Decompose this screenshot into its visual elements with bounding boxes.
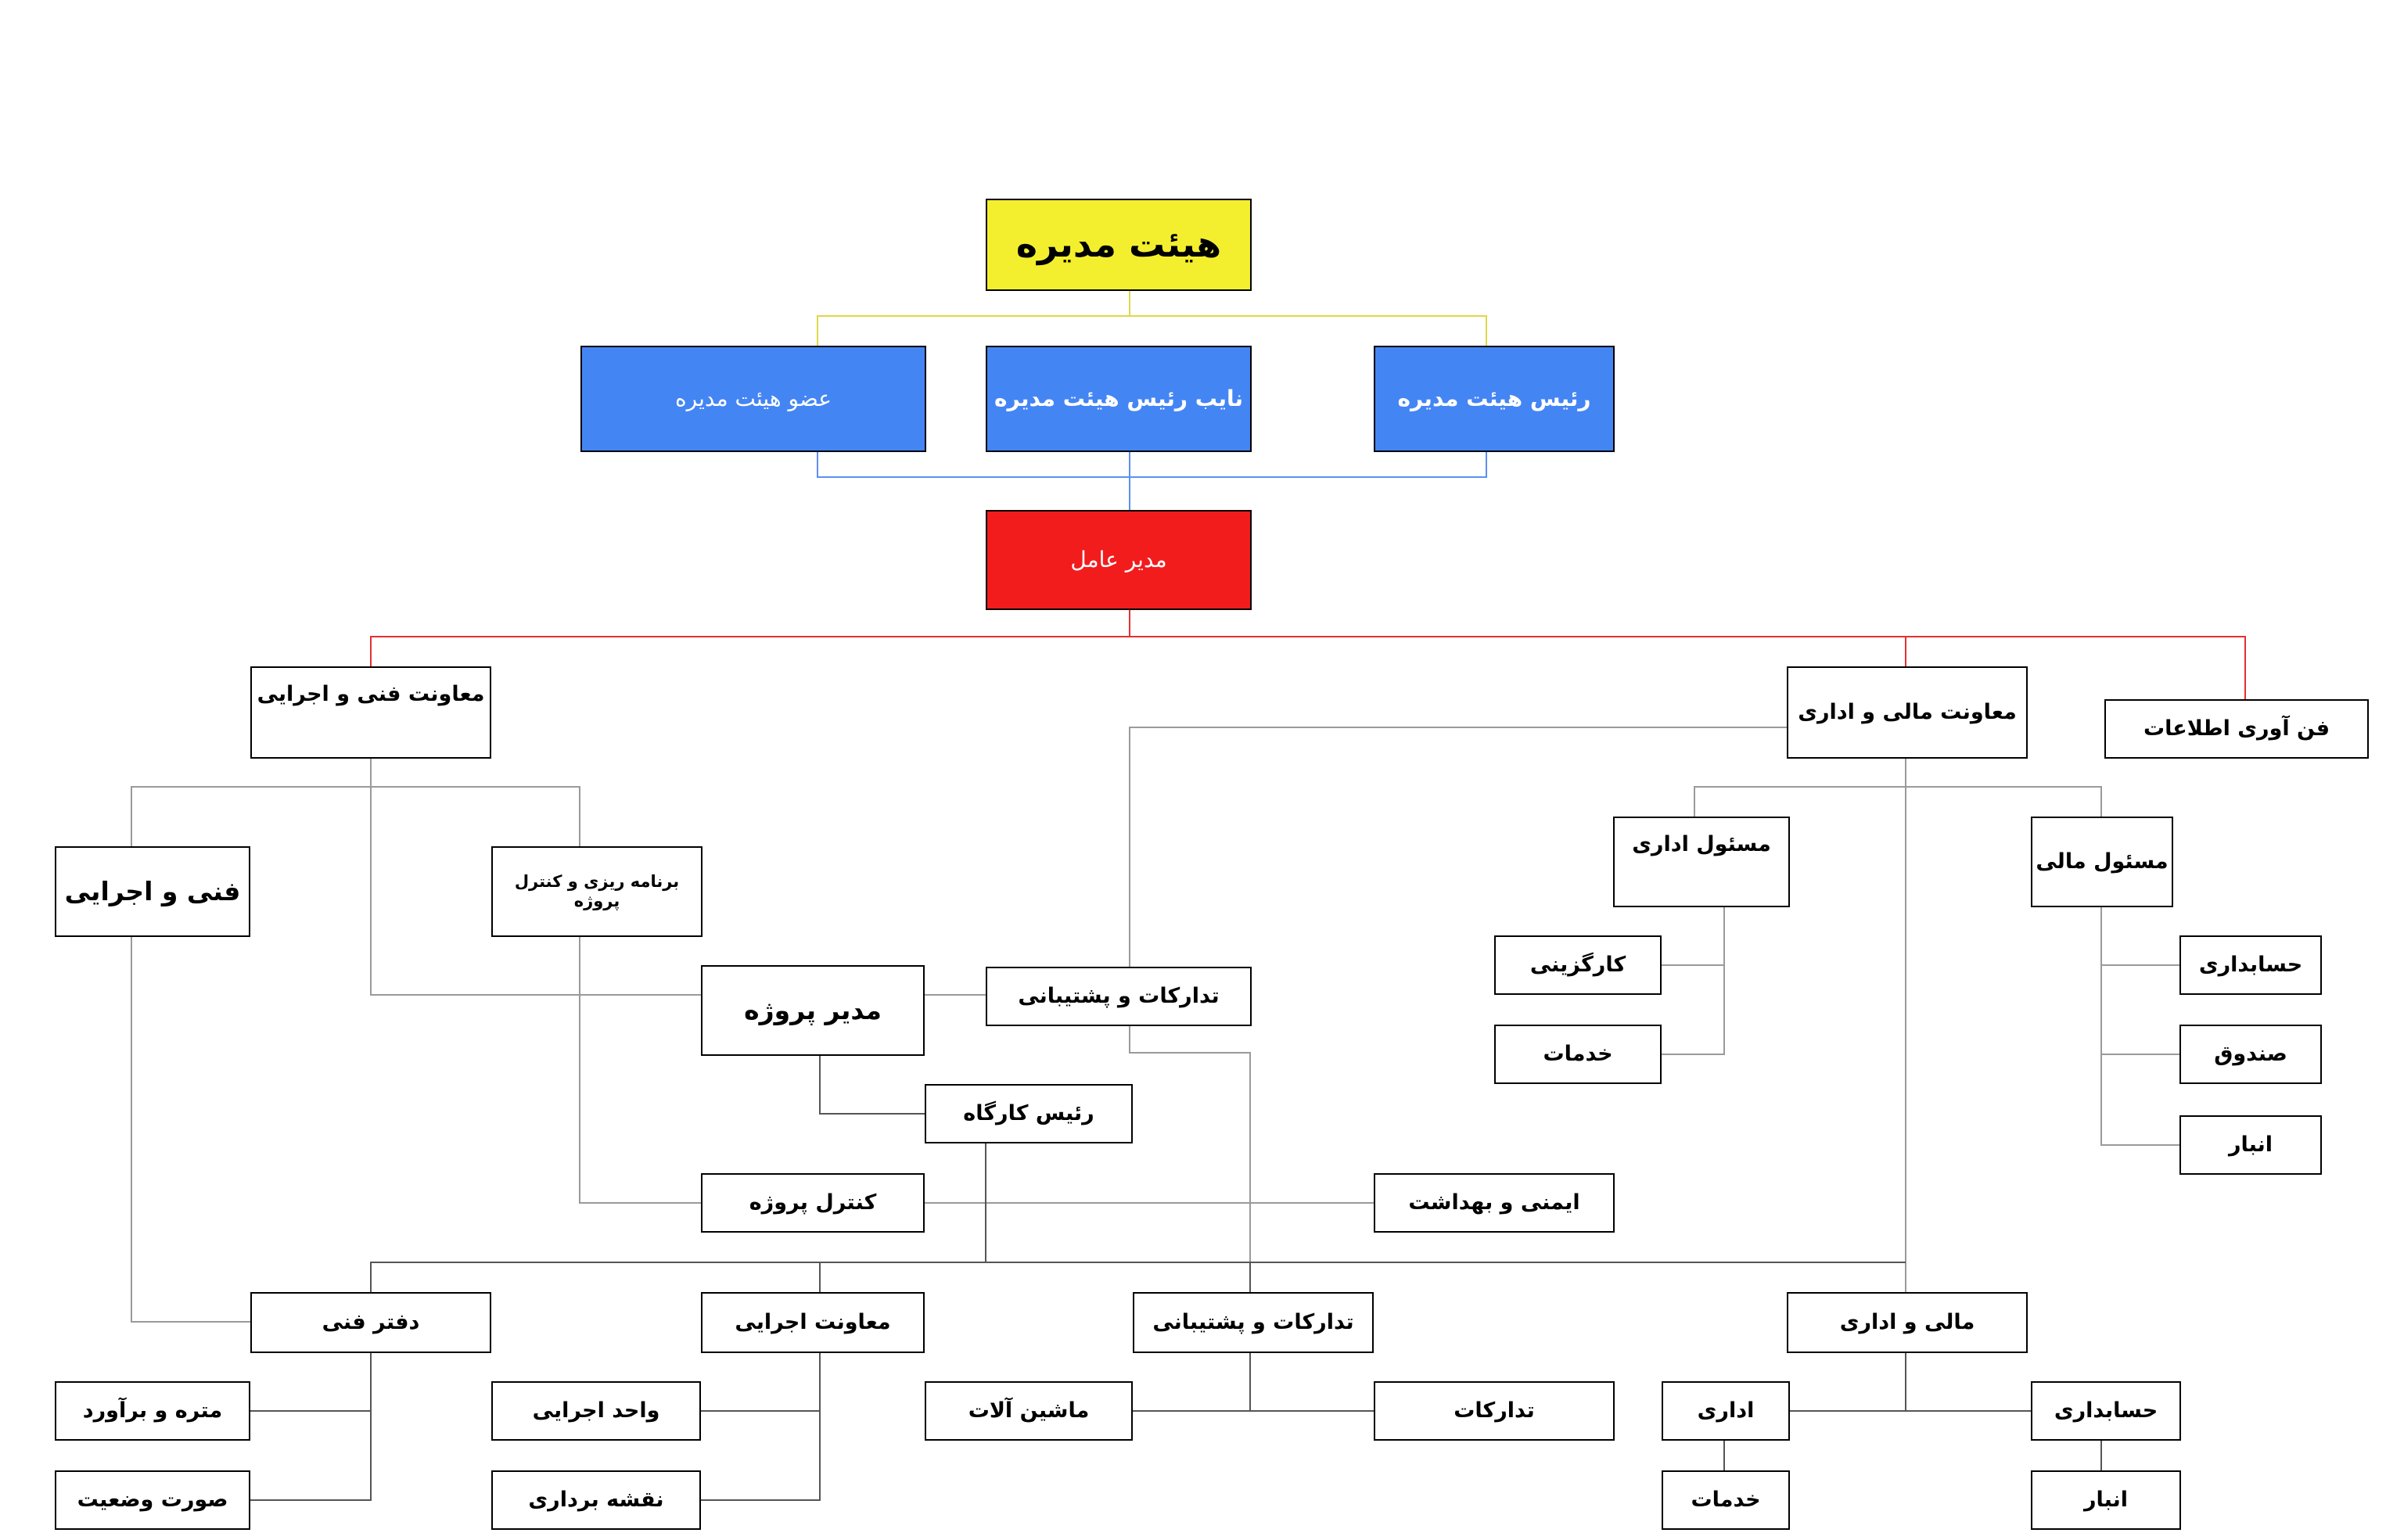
services-box-1: خدمات <box>1494 1025 1662 1084</box>
status-report-box: صورت وضعیت <box>55 1470 250 1530</box>
connector-planning-control <box>579 937 701 1204</box>
procurement-support-box-2: تدارکات و پشتیبانی <box>1133 1292 1374 1353</box>
connector-finance-procurement <box>1129 727 1787 967</box>
technical-executive-box: فنی و اجرایی <box>55 846 250 937</box>
executive-unit-box: واحد اجرایی <box>491 1381 701 1441</box>
connector-finance-officers <box>1694 759 1906 817</box>
it-box: فن آوری اطلاعات <box>2104 699 2369 759</box>
technical-deputy-box: معاونت فنی و اجرایی <box>250 666 491 759</box>
member-box: عضو هیئت مدیره <box>580 346 926 452</box>
connector-ceo-bar <box>370 636 2246 699</box>
vice-chairman-box: نایب رئیس هیئت مدیره <box>986 346 1252 452</box>
machinery-box: ماشین آلات <box>925 1381 1133 1441</box>
finance-admin-box: مالی و اداری <box>1787 1292 2028 1353</box>
admin-officer-box: مسئول اداری <box>1613 817 1790 907</box>
connector-bottom-bar <box>370 1262 1906 1292</box>
warehouse-box-2: انبار <box>2031 1470 2181 1530</box>
technical-office-box: دفتر فنی <box>250 1292 491 1353</box>
connector-members-ceo <box>817 452 1487 478</box>
chairman-box: رئیس هیئت مدیره <box>1374 346 1615 452</box>
site-manager-box: رئیس کارگاه <box>925 1084 1133 1143</box>
connector-fin-subs <box>2100 907 2179 1146</box>
executive-deputy-box: معاونت اجرایی <box>701 1292 925 1353</box>
connector-technical-planning <box>371 786 580 846</box>
planning-control-box: برنامه ریزی و کنترل پروژه <box>491 846 703 937</box>
project-manager-box: مدیر پروژه <box>701 965 925 1056</box>
project-control-box: کنترل پروژه <box>701 1173 925 1233</box>
procurement-support-box-1: تدارکات و پشتیبانی <box>986 967 1252 1026</box>
hse-box: ایمنی و بهداشت <box>1374 1173 1615 1233</box>
ceo-box: مدیر عامل <box>986 510 1252 610</box>
board-box: هیئت مدیره <box>986 199 1252 291</box>
connector-technical-pm <box>370 787 701 996</box>
connector-exec-subs <box>701 1353 821 1501</box>
connector-pm-site <box>819 1054 925 1115</box>
connector-office-subs <box>250 1353 372 1501</box>
connector-tech-exec-office <box>131 937 250 1323</box>
connector-technical-branches <box>131 759 372 846</box>
surveying-box: نقشه برداری <box>491 1470 701 1530</box>
finance-officer-box: مسئول مالی <box>2031 817 2173 907</box>
quantity-estimate-box: متره و برآورد <box>55 1381 250 1441</box>
warehouse-box-1: انبار <box>2179 1115 2322 1175</box>
recruitment-box: کارگزینی <box>1494 935 1662 995</box>
services-box-2: خدمات <box>1662 1470 1790 1530</box>
cash-box: صندوق <box>2179 1025 2322 1084</box>
procurement-box: تدارکات <box>1374 1381 1615 1441</box>
connector-procurement-down <box>1129 1025 1251 1292</box>
connector-admin-subs <box>1658 907 1725 1055</box>
connector-board-members-bar <box>817 315 1487 346</box>
admin-box: اداری <box>1662 1381 1790 1441</box>
connector-finance-officer-right <box>1906 786 2102 817</box>
accounting-box-2: حسابداری <box>2031 1381 2181 1441</box>
accounting-box-1: حسابداری <box>2179 935 2322 995</box>
finance-admin-deputy-box: معاونت مالی و اداری <box>1787 666 2028 759</box>
